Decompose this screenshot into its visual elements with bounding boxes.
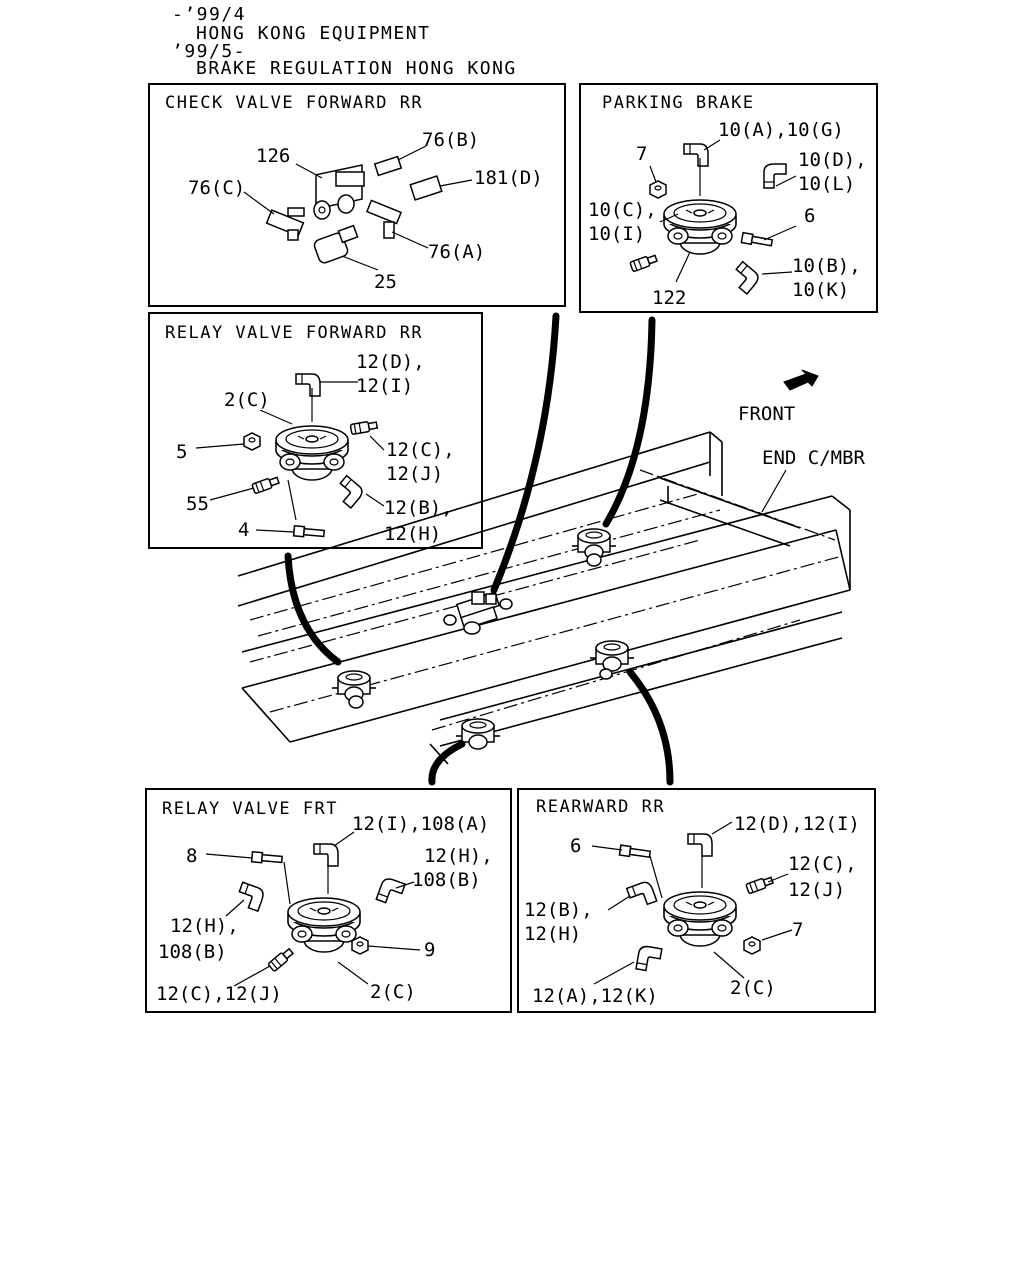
panel-title: CHECK VALVE FORWARD RR [165, 93, 423, 113]
label-12b: 12(B), [524, 899, 593, 921]
panel-frame [148, 83, 566, 307]
front-label: FRONT [738, 403, 795, 425]
label-12h: 12(H) [524, 923, 581, 945]
label-12j: 12(J) [788, 879, 845, 901]
label-12a-12k: 12(A),12(K) [532, 985, 658, 1007]
panel-relay-valve-forward-rr: RELAY VALVE FORWARD RR 12(D), 12(I) 2(C)… [148, 312, 483, 549]
panel-parking-brake: PARKING BRAKE 7 10(A),10(G) 10(D), 10(L)… [579, 83, 878, 313]
label-12i-108a: 12(I),108(A) [352, 813, 489, 835]
note-line-2: HONG KONG EQUIPMENT [196, 23, 430, 44]
label-5: 5 [176, 441, 187, 463]
panel-title: RELAY VALVE FORWARD RR [165, 323, 423, 343]
label-12h-left: 12(H), [170, 915, 239, 937]
label-10i: 10(I) [588, 223, 645, 245]
panel-relay-valve-frt: RELAY VALVE FRT 12(I),108(A) 8 12(H), 10… [145, 788, 512, 1013]
label-122: 122 [652, 287, 686, 309]
label-10d: 10(D), [798, 149, 867, 171]
label-10k: 10(K) [792, 279, 849, 301]
label-76b: 76(B) [422, 129, 479, 151]
label-9: 9 [424, 939, 435, 961]
panel-frame [517, 788, 876, 1013]
panel-frame [145, 788, 512, 1013]
panel-title: PARKING BRAKE [602, 93, 755, 113]
label-12h-right: 12(H), [424, 845, 493, 867]
label-12d: 12(D), [356, 351, 425, 373]
label-7: 7 [792, 919, 803, 941]
panel-frame [148, 312, 483, 549]
panel-rearward-rr: REARWARD RR 12(D),12(I) 6 12(C), 12(J) 1… [517, 788, 876, 1013]
label-10b: 10(B), [792, 255, 861, 277]
label-25: 25 [374, 271, 397, 293]
label-12i: 12(I) [356, 375, 413, 397]
applicability-notes: -’99/4 HONG KONG EQUIPMENT ’99/5- BRAKE … [172, 4, 517, 79]
label-10l: 10(L) [798, 173, 855, 195]
end-crossmember-label: END C/MBR [762, 447, 866, 469]
callout-leaders [284, 312, 674, 786]
label-55: 55 [186, 493, 209, 515]
label-12j: 12(J) [386, 463, 443, 485]
panel-title: RELAY VALVE FRT [162, 799, 338, 819]
label-2c: 2(C) [730, 977, 776, 999]
label-2c: 2(C) [370, 981, 416, 1003]
label-12h: 12(H) [384, 523, 441, 545]
label-181d: 181(D) [474, 167, 543, 189]
label-126: 126 [256, 145, 290, 167]
label-108b-left: 108(B) [158, 941, 227, 963]
label-2c: 2(C) [224, 389, 270, 411]
note-line-4: BRAKE REGULATION HONG KONG [196, 58, 517, 79]
label-10c: 10(C), [588, 199, 657, 221]
panel-check-valve-forward-rr: CHECK VALVE FORWARD RR 126 76(B) 76(C) 1… [148, 83, 566, 307]
panel-frame [579, 83, 878, 313]
label-12c-12j: 12(C),12(J) [156, 983, 282, 1005]
label-76c: 76(C) [188, 177, 245, 199]
label-108b-right: 108(B) [412, 869, 481, 891]
label-7: 7 [636, 143, 647, 165]
label-6: 6 [570, 835, 581, 857]
label-6: 6 [804, 205, 815, 227]
label-10a-10g: 10(A),10(G) [718, 119, 844, 141]
note-line-3: ’99/5- [172, 41, 246, 62]
label-12d-12i: 12(D),12(I) [734, 813, 860, 835]
label-12b: 12(B), [384, 497, 453, 519]
label-76a: 76(A) [428, 241, 485, 263]
label-12c: 12(C), [386, 439, 455, 461]
label-8: 8 [186, 845, 197, 867]
label-12c: 12(C), [788, 853, 857, 875]
note-line-1: -’99/4 [172, 4, 246, 25]
label-4: 4 [238, 519, 249, 541]
panel-title: REARWARD RR [536, 797, 665, 817]
